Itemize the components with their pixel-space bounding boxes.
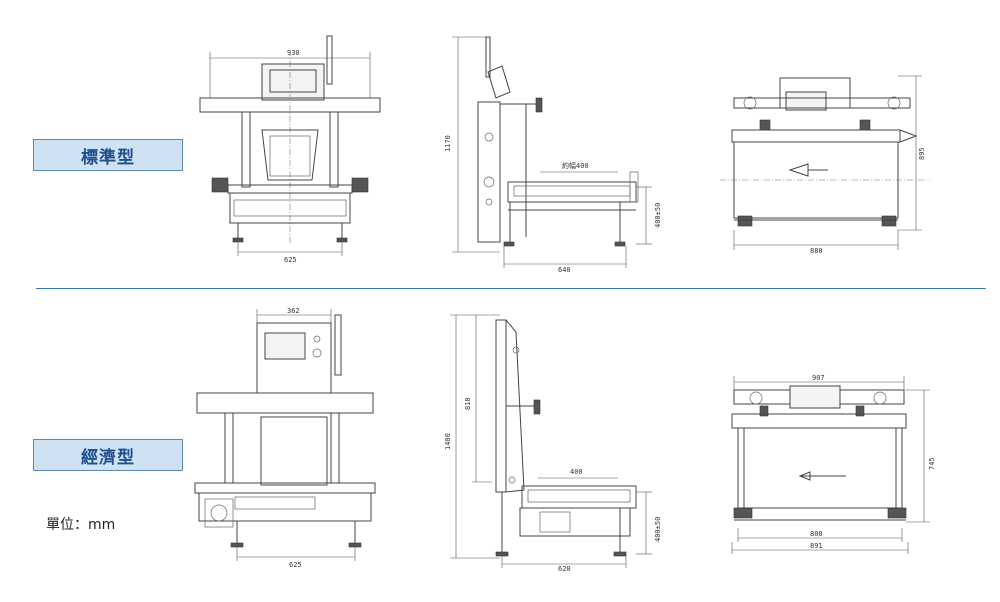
dim-depth: 640 — [558, 266, 571, 274]
dim-base-width: 625 — [289, 561, 302, 569]
standard-side-view: 1170 約幅400 400±50 640 — [444, 36, 662, 274]
dim-depth: 620 — [558, 565, 571, 573]
dim-top-width: 930 — [287, 49, 300, 57]
dim-conveyor-width: 400 — [570, 468, 583, 476]
dim-height: 1400 — [444, 433, 452, 450]
dim-conveyor-height: 400±50 — [654, 517, 662, 542]
economy-type-label: 經濟型 — [33, 439, 183, 471]
section-divider — [36, 288, 986, 289]
dim-top-width: 362 — [287, 307, 300, 315]
dim-outer-width: 891 — [810, 542, 823, 550]
dim-top-depth: 745 — [928, 457, 936, 470]
unit-label: 單位：mm — [46, 517, 116, 533]
dim-upper-height: 810 — [464, 397, 472, 410]
standard-front-view: 930 625 — [199, 35, 381, 264]
dim-top-width: 880 — [810, 247, 823, 255]
economy-top-view: 907 745 800 891 — [731, 374, 936, 554]
dim-base-width: 625 — [284, 256, 297, 264]
economy-side-view: 1400 810 400 400±50 620 — [444, 314, 662, 573]
dim-conveyor-width: 約幅400 — [562, 161, 589, 170]
economy-front-view: 362 625 — [194, 307, 376, 569]
dim-top-width: 907 — [812, 374, 825, 382]
dim-top-depth: 895 — [918, 147, 926, 160]
standard-type-label: 標準型 — [33, 139, 183, 171]
dim-conveyor-height: 400±50 — [654, 203, 662, 228]
dim-height: 1170 — [444, 135, 452, 152]
standard-top-view: 895 880 — [720, 75, 930, 255]
dim-inner-width: 800 — [810, 530, 823, 538]
